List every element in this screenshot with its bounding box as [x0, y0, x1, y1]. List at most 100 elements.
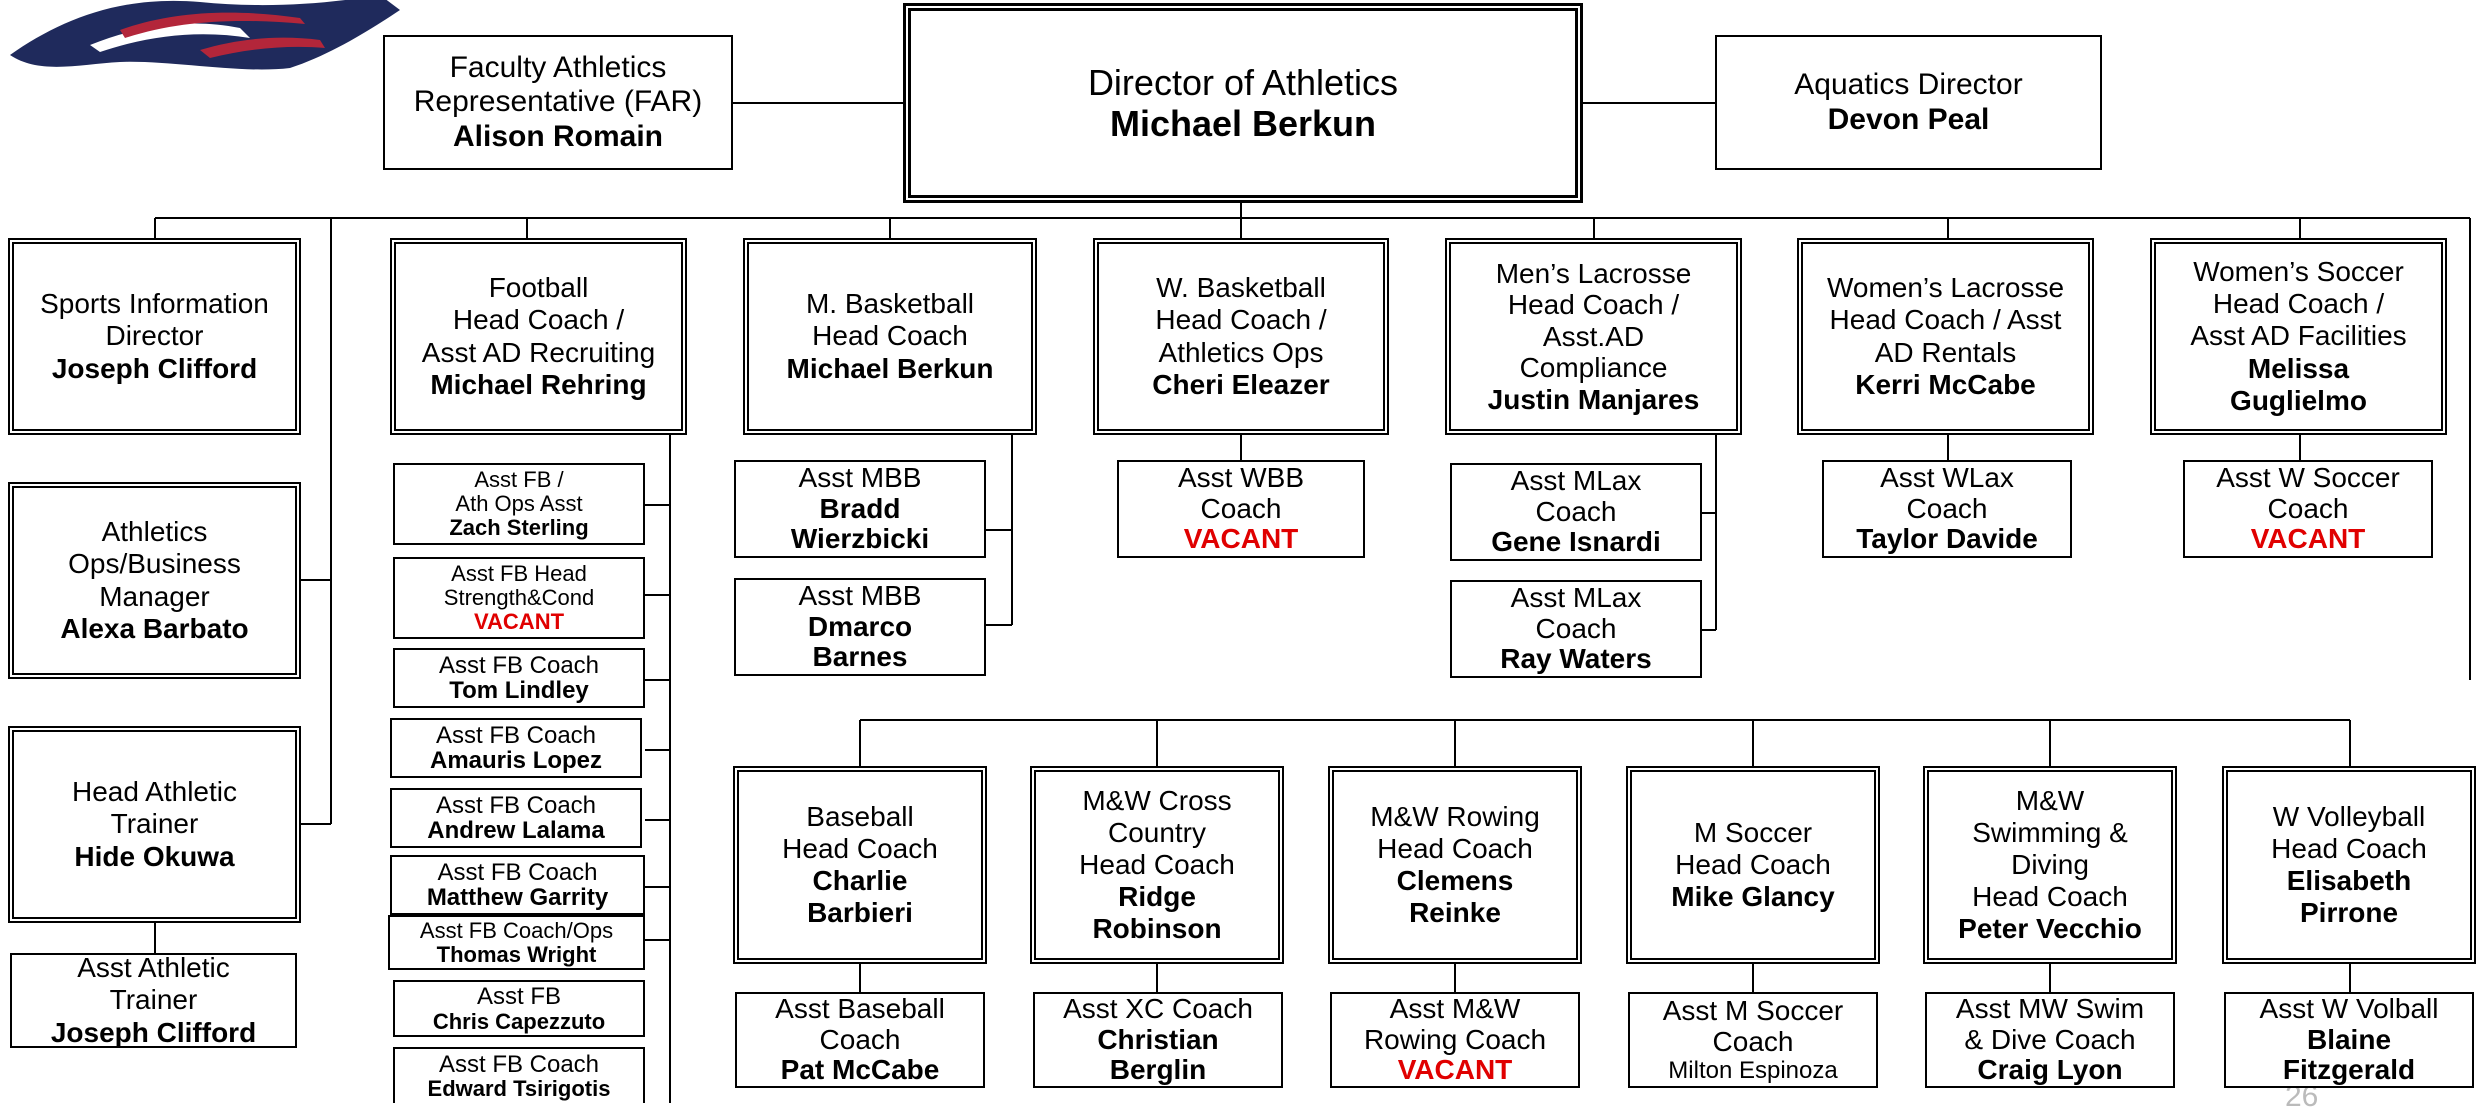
msoc-box: M Soccer Head Coach Mike Glancy: [1626, 766, 1880, 964]
wlax-box: Women’s Lacrosse Head Coach / Asst AD Re…: [1797, 238, 2094, 435]
msoc-name: Mike Glancy: [1671, 881, 1835, 913]
far-title-line2: Representative (FAR): [413, 85, 703, 119]
swim-asst-title-line1: Asst MW Swim: [1955, 992, 2145, 1024]
mbb-asst1-name2: Wierzbicki: [790, 523, 930, 555]
swim-asst-name: Craig Lyon: [1977, 1054, 2123, 1086]
fb-staff-title: Asst FB Coach: [437, 858, 598, 886]
fb-staff-name: Zach Sterling: [449, 515, 589, 541]
sid-title-line1: Sports Information: [40, 288, 269, 320]
wsoc-box: Women’s Soccer Head Coach / Asst AD Faci…: [2150, 238, 2447, 435]
far-name: Alison Romain: [452, 119, 663, 153]
baseball-asst-title-line1: Asst Baseball: [775, 992, 945, 1024]
swim-asst-title-line2: & Dive Coach: [1964, 1023, 2136, 1055]
fb-staff-title: Asst FB Coach: [438, 651, 600, 679]
wbb-box: W. Basketball Head Coach / Athletics Ops…: [1093, 238, 1389, 435]
rowing-name1: Clemens: [1396, 865, 1514, 896]
wlax-asst-title-line1: Asst WLax: [1880, 461, 2014, 493]
wlax-title-line2: Head Coach / Asst: [1829, 304, 2062, 336]
fb-staff-name: VACANT: [473, 609, 565, 635]
wsoc-title-line3: Asst AD Facilities: [2190, 320, 2407, 352]
xc-asst-name2: Berglin: [1109, 1054, 1207, 1086]
baseball-name2: Barbieri: [807, 897, 913, 929]
baseball-title-line2: Head Coach: [782, 832, 938, 864]
fb-staff-box: Asst FB Coach/Ops Thomas Wright: [388, 915, 645, 970]
ops-name: Alexa Barbato: [60, 612, 249, 644]
football-title-line2: Head Coach /: [452, 304, 625, 336]
far-box: Faculty Athletics Representative (FAR) A…: [383, 35, 733, 170]
wvb-asst-box: Asst W Volball Blaine Fitzgerald: [2224, 992, 2474, 1088]
ops-title-line1: Athletics: [101, 516, 208, 548]
mlax-asst1-box: Asst MLax Coach Gene Isnardi: [1450, 463, 1702, 561]
rowing-name2: Reinke: [1409, 897, 1501, 929]
msoc-title-line1: M Soccer: [1693, 816, 1813, 848]
mbb-title-line1: M. Basketball: [805, 288, 975, 320]
swim-title-line2: Swimming &: [1972, 816, 2128, 848]
fb-staff-title: Asst FB Coach: [435, 721, 597, 749]
swim-title-line4: Head Coach: [1972, 881, 2128, 913]
trainer-name: Hide Okuwa: [74, 840, 235, 872]
xc-name2: Robinson: [1092, 913, 1222, 945]
swim-box: M&W Swimming & Diving Head Coach Peter V…: [1923, 766, 2177, 964]
xc-title-line2: Country: [1107, 816, 1207, 848]
msoc-asst-title-line2: Coach: [1712, 1025, 1794, 1057]
xc-asst-name1: Christian: [1097, 1023, 1219, 1055]
mlax-box: Men’s Lacrosse Head Coach / Asst.AD Comp…: [1445, 238, 1742, 435]
mlax-asst1-title-line1: Asst MLax: [1510, 464, 1642, 496]
asst-trainer-title-line2: Trainer: [109, 984, 198, 1016]
wvb-asst-name2: Fitzgerald: [2282, 1054, 2416, 1086]
msoc-asst-box: Asst M Soccer Coach Milton Espinoza: [1628, 992, 1878, 1088]
mbb-asst1-title: Asst MBB: [798, 461, 922, 493]
mbb-asst2-title: Asst MBB: [798, 579, 922, 611]
mlax-asst2-box: Asst MLax Coach Ray Waters: [1450, 580, 1702, 678]
xc-name1: Ridge: [1118, 881, 1196, 913]
mbb-asst1-name1: Bradd: [819, 492, 901, 524]
director-name: Michael Berkun: [1109, 103, 1377, 144]
swim-asst-box: Asst MW Swim & Dive Coach Craig Lyon: [1925, 992, 2175, 1088]
wbb-asst-title-line1: Asst WBB: [1177, 461, 1304, 493]
wvb-name2: Pirrone: [2299, 897, 2399, 929]
rowing-asst-title-line2: Rowing Coach: [1363, 1023, 1547, 1055]
mlax-title-line1: Men’s Lacrosse: [1495, 258, 1692, 290]
swim-title-line1: M&W: [2015, 784, 2085, 816]
fb-staff-title: Asst FB Coach: [435, 791, 597, 819]
fb-staff-title: Ath Ops Asst: [455, 490, 583, 516]
far-title-line1: Faculty Athletics: [449, 50, 667, 84]
swim-title-line3: Diving: [2011, 848, 2089, 880]
wbb-title-line1: W. Basketball: [1156, 272, 1326, 304]
baseball-asst-box: Asst Baseball Coach Pat McCabe: [735, 992, 985, 1088]
fb-staff-name: Andrew Lalama: [427, 817, 605, 844]
wlax-asst-name: Taylor Davide: [1856, 523, 2038, 555]
director-title: Director of Athletics: [1087, 61, 1399, 103]
trainer-title-line2: Trainer: [110, 808, 199, 840]
wlax-title-line3: AD Rentals: [1874, 336, 2017, 368]
mlax-name: Justin Manjares: [1487, 383, 1700, 415]
fb-staff-name: Tom Lindley: [449, 677, 589, 704]
wbb-asst-name: VACANT: [1183, 523, 1299, 555]
wsoc-asst-title-line2: Coach: [2267, 492, 2349, 524]
aquatics-box: Aquatics Director Devon Peal: [1715, 35, 2102, 170]
rowing-asst-name: VACANT: [1397, 1054, 1513, 1086]
wvb-box: W Volleyball Head Coach Elisabeth Pirron…: [2222, 766, 2476, 964]
wlax-asst-title-line2: Coach: [1906, 492, 1988, 524]
baseball-title-line1: Baseball: [806, 800, 914, 832]
baseball-box: Baseball Head Coach Charlie Barbieri: [733, 766, 987, 964]
aquatics-name: Devon Peal: [1827, 102, 1990, 136]
wbb-asst-box: Asst WBB Coach VACANT: [1117, 460, 1365, 558]
wsoc-title-line1: Women’s Soccer: [2193, 256, 2404, 288]
fb-staff-name: Chris Capezzuto: [432, 1008, 606, 1034]
fb-staff-box: Asst FB Coach Matthew Garrity: [390, 855, 645, 915]
msoc-title-line2: Head Coach: [1675, 848, 1831, 880]
trainer-title-line1: Head Athletic: [72, 776, 237, 808]
fb-staff-box: Asst FB / Ath Ops Asst Zach Sterling: [393, 463, 645, 545]
mbb-title-line2: Head Coach: [812, 320, 968, 352]
wlax-title-line1: Women’s Lacrosse: [1826, 272, 2065, 304]
swim-name: Peter Vecchio: [1958, 913, 2142, 945]
xc-asst-title: Asst XC Coach: [1063, 992, 1253, 1024]
fb-staff-title: Asst FB /: [474, 466, 564, 492]
baseball-name1: Charlie: [812, 865, 908, 896]
baseball-asst-name: Pat McCabe: [780, 1054, 940, 1086]
rowing-asst-box: Asst M&W Rowing Coach VACANT: [1330, 992, 1580, 1088]
fb-staff-name: Edward Tsirigotis: [427, 1076, 611, 1102]
xc-title-line1: M&W Cross: [1082, 784, 1232, 816]
